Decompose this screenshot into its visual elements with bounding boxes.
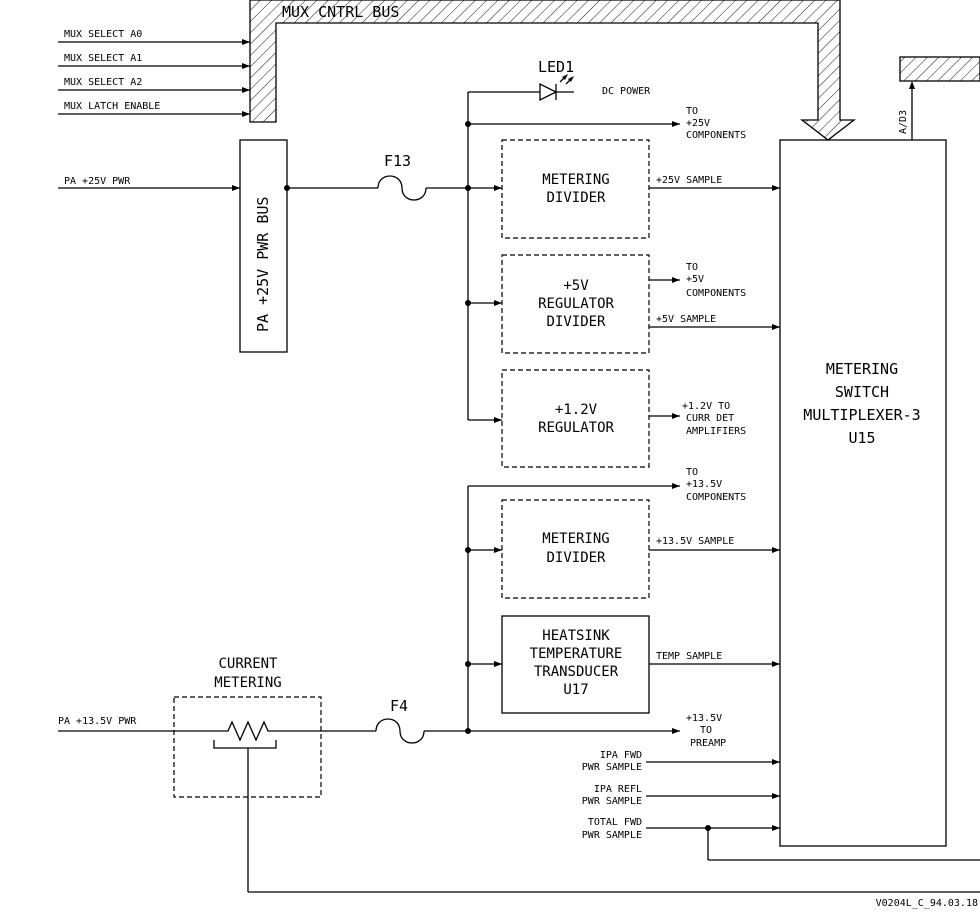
a-d3-label: A/D3: [898, 110, 909, 134]
to-1-2v-line2: CURR DET: [686, 413, 734, 424]
block4-line2: DIVIDER: [546, 550, 606, 566]
block3-line2: REGULATOR: [538, 420, 614, 436]
mux-line2: SWITCH: [835, 383, 889, 401]
regulator-1-2v-block: [501, 369, 650, 468]
block1-line2: DIVIDER: [546, 190, 606, 206]
to-preamp-line3: PREAMP: [690, 738, 726, 749]
current-metering-line1: CURRENT: [218, 656, 278, 672]
mux-select-a0-label: MUX SELECT A0: [64, 29, 142, 40]
to-5v-line1: TO: [686, 262, 698, 273]
to-1-2v-line3: AMPLIFIERS: [686, 426, 746, 437]
total-fwd-line2: PWR SAMPLE: [582, 830, 642, 841]
mux-select-a1-label: MUX SELECT A1: [64, 53, 142, 64]
sample-25v-label: +25V SAMPLE: [656, 175, 722, 186]
total-fwd-line1: TOTAL FWD: [588, 817, 642, 828]
fuse-f4-label: F4: [390, 697, 408, 715]
metering-switch-multiplexer-block: [779, 139, 947, 847]
to-5v-line3: COMPONENTS: [686, 288, 746, 299]
to-25v-line1: TO: [686, 106, 698, 117]
mux-line4: U15: [848, 429, 875, 447]
sample-5v-label: +5V SAMPLE: [656, 314, 716, 325]
block2-line2: REGULATOR: [538, 296, 614, 312]
metering-divider-25v-block: [501, 139, 650, 239]
block5-line2: TEMPERATURE: [530, 646, 623, 662]
drawing-id: V0204L_C_94.03.18: [876, 898, 978, 909]
sample-13-5v-label: +13.5V SAMPLE: [656, 536, 734, 547]
ipa-fwd-line1: IPA FWD: [600, 750, 642, 761]
block4-line1: METERING: [542, 531, 609, 547]
led1-label: LED1: [538, 58, 574, 76]
to-25v-line3: COMPONENTS: [686, 130, 746, 141]
ipa-fwd-line2: PWR SAMPLE: [582, 762, 642, 773]
mux-select-a2-label: MUX SELECT A2: [64, 77, 142, 88]
mux-control-bus: MUX CNTRL BUS: [249, 0, 980, 141]
to-preamp-line2: TO: [700, 725, 712, 736]
pa-25v-pwr-bus-label: PA +25V PWR BUS: [254, 197, 272, 332]
block2-line3: DIVIDER: [546, 314, 606, 330]
current-metering-line2: METERING: [214, 675, 281, 691]
pa-25v-pwr-label: PA +25V PWR: [64, 176, 131, 187]
metering-divider-13-5v-block: [501, 499, 650, 599]
mux-line3: MULTIPLEXER-3: [803, 406, 920, 424]
to-25v-line2: +25V: [686, 118, 710, 129]
to-13-5v-line3: COMPONENTS: [686, 492, 746, 503]
block5-line4: U17: [563, 682, 588, 698]
mux-line1: METERING: [826, 360, 898, 378]
to-13-5v-line1: TO: [686, 467, 698, 478]
temp-sample-label: TEMP SAMPLE: [656, 651, 722, 662]
dc-power-label: DC POWER: [602, 86, 651, 97]
pa-25v-pwr-bus-box: [239, 139, 288, 353]
fuse-f13-label: F13: [384, 152, 411, 170]
block5-line3: TRANSDUCER: [534, 664, 619, 680]
ipa-refl-line2: PWR SAMPLE: [582, 796, 642, 807]
pa-13-5v-pwr-label: PA +13.5V PWR: [58, 716, 137, 727]
block5-line1: HEATSINK: [542, 628, 610, 644]
shunt-resistor-icon: [222, 720, 376, 742]
mux-select-inputs: MUX SELECT A0 MUX SELECT A1 MUX SELECT A…: [58, 29, 250, 117]
to-13-5v-line2: +13.5V: [686, 479, 722, 490]
led1: LED1 DC POWER: [468, 58, 651, 102]
bus-label: MUX CNTRL BUS: [282, 3, 399, 21]
to-preamp-line1: +13.5V: [686, 713, 722, 724]
to-1-2v-line1: +1.2V TO: [682, 401, 730, 412]
mux-latch-enable-label: MUX LATCH ENABLE: [64, 101, 160, 112]
block3-line1: +1.2V: [555, 402, 598, 418]
block1-line1: METERING: [542, 172, 609, 188]
block2-line1: +5V: [563, 278, 589, 294]
regulator-5v-divider-block: [501, 254, 650, 354]
ipa-refl-line1: IPA REFL: [594, 784, 642, 795]
to-5v-line2: +5V: [686, 274, 704, 285]
